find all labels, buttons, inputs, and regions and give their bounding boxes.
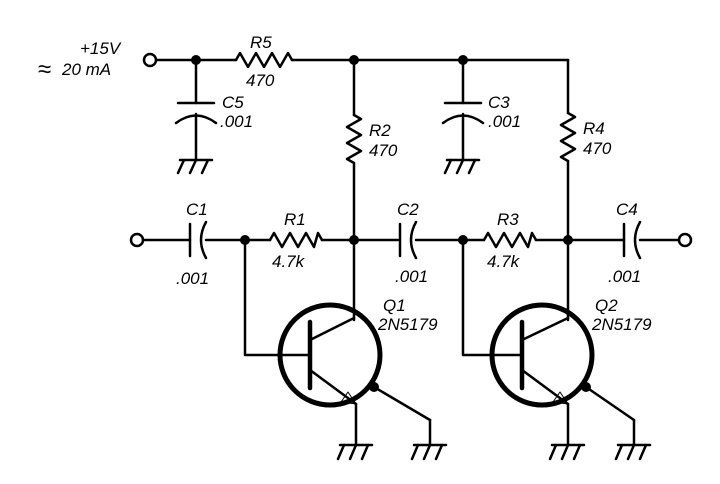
- q1-base-lead: [243, 238, 312, 357]
- r1-value-label: 4.7k: [272, 252, 305, 271]
- supply-voltage-label: +15V: [80, 39, 121, 58]
- r1-ref-label: R1: [284, 210, 306, 229]
- r5-value-label: 470: [246, 71, 275, 90]
- r4-ref-label: R4: [583, 119, 605, 138]
- supply-approx-symbol: ≈: [38, 56, 52, 83]
- c2-capacitor-symbol: [398, 220, 418, 260]
- c1-value-label: .001: [176, 269, 210, 288]
- input-terminal: [129, 232, 145, 248]
- q1-ref-label: Q1: [383, 296, 406, 315]
- c4-value-label: .001: [608, 267, 642, 286]
- c2-value-label: .001: [395, 267, 429, 286]
- output-terminal: [677, 232, 693, 248]
- q1-transistor-symbol: [277, 302, 432, 447]
- c2-ref-label: C2: [397, 200, 419, 219]
- supply-current-label: 20 mA: [62, 60, 112, 79]
- q2-part-label: 2N5179: [592, 315, 652, 334]
- r3-resistor-symbol: [482, 231, 538, 249]
- c5-value-label: .001: [220, 112, 254, 131]
- junction-dots: [191, 55, 591, 392]
- r5-resistor-symbol: [234, 51, 294, 69]
- c5-capacitor-symbol: [174, 58, 218, 162]
- r5-ref-label: R5: [250, 33, 272, 52]
- r2-resistor-symbol: [345, 58, 363, 322]
- r4-resistor-symbol: [559, 111, 577, 322]
- q2-ref-label: Q2: [595, 296, 618, 315]
- c3-value-label: .001: [488, 112, 522, 131]
- supply-terminal: [142, 52, 158, 68]
- q2-case-ground-symbol: [614, 443, 652, 461]
- c3-ground-symbol: [443, 158, 481, 175]
- c4-ref-label: C4: [616, 200, 638, 219]
- r2-value-label: 470: [369, 141, 398, 160]
- c4-capacitor-symbol: [622, 220, 642, 260]
- c1-capacitor-symbol: [188, 220, 208, 260]
- r3-ref-label: R3: [497, 210, 519, 229]
- c3-capacitor-symbol: [441, 58, 485, 162]
- r2-ref-label: R2: [369, 121, 391, 140]
- q2-transistor-symbol: [489, 302, 636, 447]
- r3-value-label: 4.7k: [487, 252, 520, 271]
- c3-ref-label: C3: [488, 93, 510, 112]
- r1-resistor-symbol: [268, 231, 324, 249]
- q1-part-label: 2N5179: [378, 315, 438, 334]
- c5-ref-label: C5: [222, 93, 244, 112]
- q2-base-lead: [461, 238, 524, 357]
- c5-ground-symbol: [176, 158, 214, 175]
- c1-ref-label: C1: [186, 200, 208, 219]
- q1-emitter-ground-symbol: [336, 443, 374, 461]
- q2-emitter-ground-symbol: [548, 443, 586, 461]
- q1-case-ground-symbol: [410, 443, 448, 461]
- r4-value-label: 470: [583, 139, 612, 158]
